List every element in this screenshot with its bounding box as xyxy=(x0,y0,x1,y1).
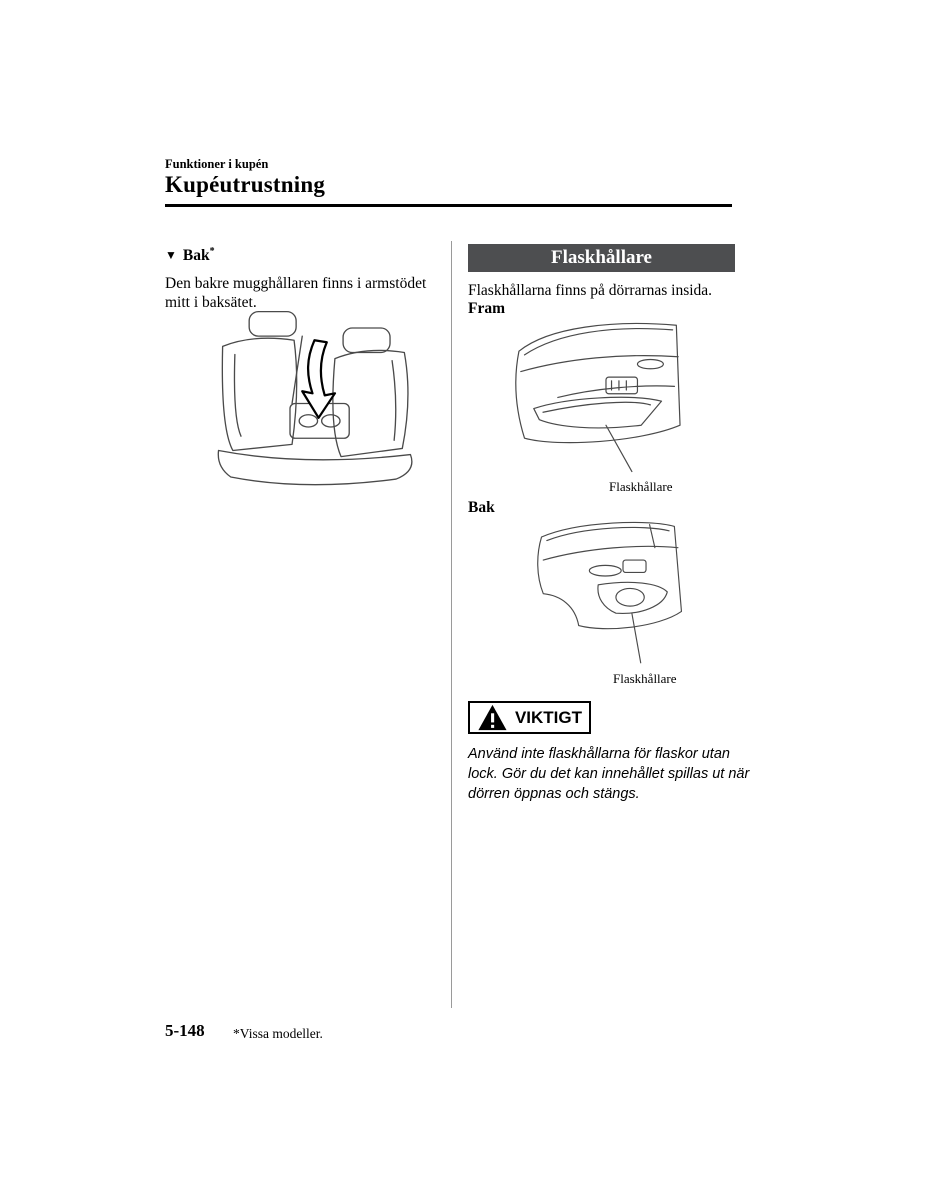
important-warning-box: VIKTIGT xyxy=(468,701,591,734)
front-door-illustration xyxy=(492,316,707,478)
back-label: Bak xyxy=(468,499,495,516)
front-bottle-holder-caption: Flaskhållare xyxy=(609,479,673,494)
rear-seat-drawing xyxy=(217,310,413,486)
page-number: 5-148 xyxy=(165,1021,205,1040)
rear-bottle-holder-caption: Flaskhållare xyxy=(613,671,677,686)
rear-cupholder-heading: ▼ Bak* xyxy=(165,246,215,265)
front-label: Fram xyxy=(468,300,506,317)
rear-heading-text: Bak xyxy=(182,247,210,265)
warning-icon xyxy=(478,704,507,731)
page-title: Kupéutrustning xyxy=(165,172,326,197)
triangle-marker-icon: ▼ xyxy=(165,248,177,263)
rear-door-illustration xyxy=(505,514,710,669)
warning-body: Använd inte flaskhållarna för flaskor ut… xyxy=(468,746,750,802)
rear-door-drawing xyxy=(537,521,683,664)
column-divider xyxy=(451,241,452,1008)
rear-heading-asterisk: * xyxy=(209,246,215,257)
rear-cupholder-body: Den bakre mugghållaren finns i armstödet… xyxy=(165,275,427,312)
front-door-drawing xyxy=(515,322,681,473)
bottle-holder-intro: Flaskhållarna finns på dörrarnas insida. xyxy=(468,282,713,299)
title-rule xyxy=(165,204,732,207)
warning-title: VIKTIGT xyxy=(514,707,582,727)
section-label: Funktioner i kupén xyxy=(165,157,269,171)
rear-seat-illustration xyxy=(192,305,437,500)
down-arrow-icon xyxy=(301,339,337,419)
bottle-holder-banner: Flaskhållare xyxy=(468,244,735,272)
footnote: *Vissa modeller. xyxy=(233,1026,323,1041)
